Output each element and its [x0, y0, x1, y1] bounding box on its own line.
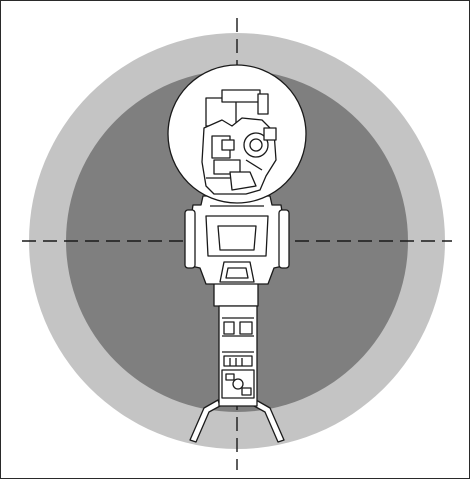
robot-body: [184, 195, 290, 285]
lower-arm: [213, 275, 259, 407]
robot-top-view: [167, 64, 307, 443]
robot-head: [167, 64, 307, 204]
